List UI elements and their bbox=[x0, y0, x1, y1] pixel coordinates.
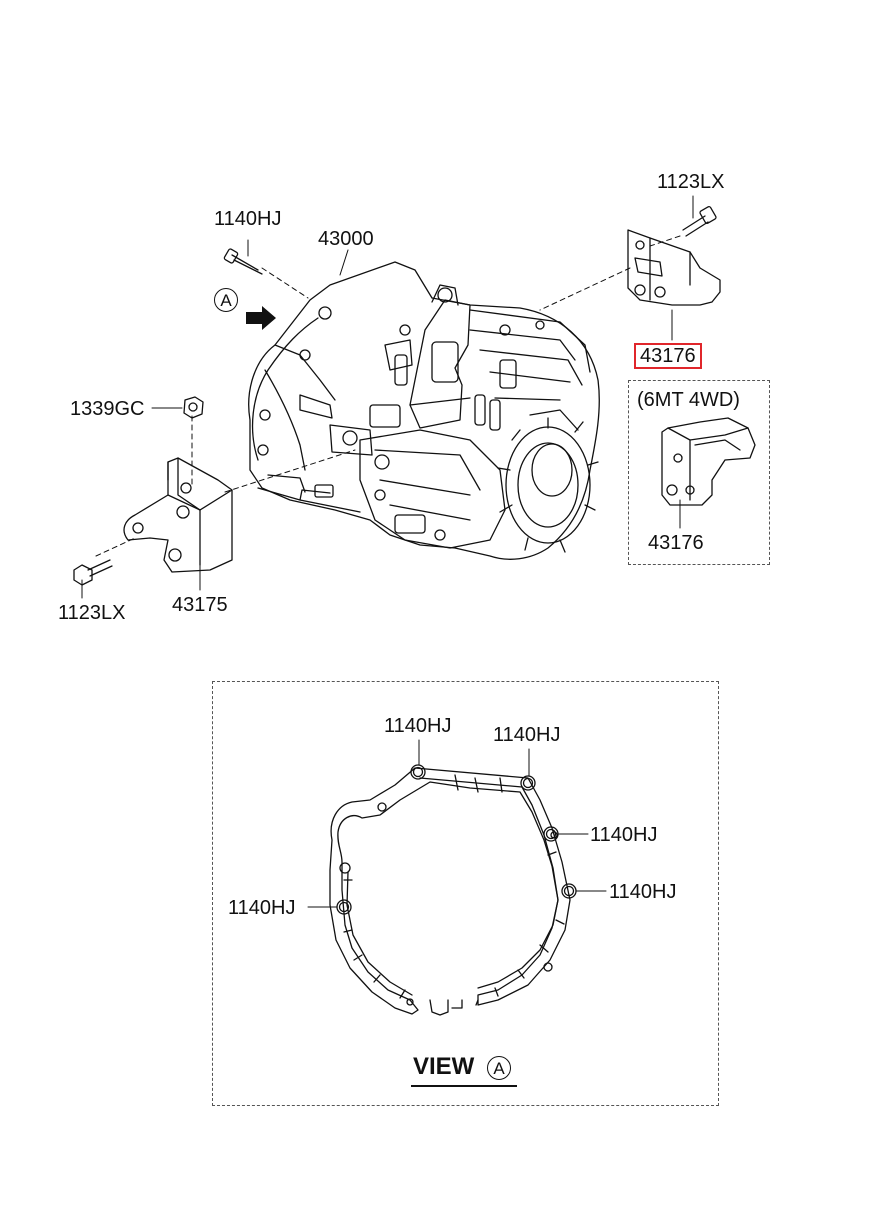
view-a-underline bbox=[411, 1085, 517, 1087]
view-a-title: VIEW A bbox=[413, 1053, 512, 1080]
label-bracket-43176-highlighted[interactable]: 43176 bbox=[634, 343, 702, 369]
label-variant-bracket-43176: 43176 bbox=[648, 532, 704, 554]
label-variant-title: (6MT 4WD) bbox=[637, 389, 740, 411]
view-a-title-text: VIEW bbox=[413, 1053, 475, 1080]
label-view-a-bolt-4: 1140HJ bbox=[609, 881, 677, 903]
label-view-a-bolt-2: 1140HJ bbox=[493, 724, 561, 746]
transaxle-drawing bbox=[248, 261, 600, 560]
label-nut-1339gc: 1339GC bbox=[70, 398, 145, 420]
view-marker-a: A bbox=[214, 288, 238, 312]
label-bolt-1123lx-top: 1123LX bbox=[657, 171, 725, 193]
variant-bracket-43176-drawing bbox=[661, 417, 756, 506]
nut-1339gc-drawing bbox=[183, 396, 204, 419]
view-direction-arrow bbox=[246, 306, 276, 330]
view-a-title-marker: A bbox=[487, 1056, 512, 1080]
view-a-box bbox=[212, 681, 719, 1106]
label-bolt-1123lx-bottom: 1123LX bbox=[58, 602, 126, 624]
left-bracket-43175-drawing bbox=[123, 457, 233, 573]
label-transaxle-43000: 43000 bbox=[318, 228, 374, 250]
label-bracket-43175: 43175 bbox=[172, 594, 228, 616]
bolt-1123lx-top-drawing bbox=[682, 206, 717, 237]
bolt-1123lx-bottom-drawing bbox=[73, 559, 113, 586]
label-bolt-1140hj: 1140HJ bbox=[214, 208, 282, 230]
label-view-a-bolt-1: 1140HJ bbox=[384, 715, 452, 737]
label-view-a-bolt-3: 1140HJ bbox=[590, 824, 658, 846]
right-bracket-43176-drawing bbox=[627, 229, 721, 306]
bolt-1140hj-drawing bbox=[223, 248, 263, 275]
label-view-a-bolt-5: 1140HJ bbox=[228, 897, 296, 919]
variant-6mt-4wd-box bbox=[628, 380, 770, 565]
